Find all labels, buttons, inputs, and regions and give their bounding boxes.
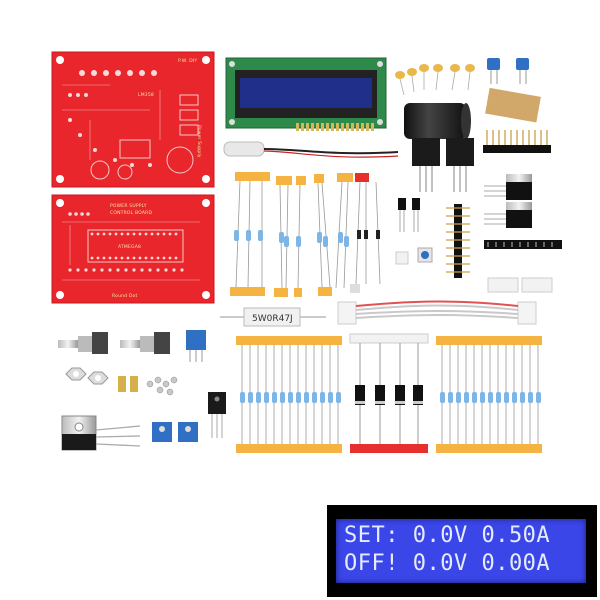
pin-header-vertical — [446, 204, 470, 278]
temperature-probe — [223, 141, 399, 158]
resistor-group-left — [236, 336, 342, 453]
terminal-blocks — [152, 422, 198, 442]
lcd-line-set: SET: 0.0V 0.50A — [344, 523, 551, 548]
pcb-top: P.W. DIY LM358 Power Supply — [51, 51, 215, 188]
pcb-bottom-brand: Round Dot — [112, 293, 137, 299]
female-header — [484, 240, 562, 249]
power-transistor — [61, 415, 141, 451]
ribbon-cable — [337, 300, 537, 325]
power-resistor: 5W0R47J — [220, 307, 326, 327]
pcb-bottom-chip-label: ATMEGA8 — [118, 244, 141, 250]
electrolytic-capacitor — [404, 103, 471, 139]
lcd-display-inset: SET: 0.0V 0.50A OFF! 0.0V 0.00A — [327, 505, 597, 597]
pcb-bottom: POWER SUPPLY CONTROL BOARD ATMEGA8 Round… — [51, 194, 215, 304]
power-resistor-label: 5W0R47J — [252, 314, 293, 324]
hardware — [65, 367, 178, 396]
pcb-bottom-title-1: POWER SUPPLY — [110, 203, 147, 209]
pcb-top-label: P.W. DIY — [178, 58, 197, 64]
small-power-transistor — [208, 392, 226, 438]
jst-connectors — [487, 277, 553, 293]
pcb-top-chip-label: LM358 — [138, 92, 154, 98]
pin-header-angled — [483, 130, 551, 153]
ceramic-capacitors — [395, 64, 475, 79]
component-tape — [485, 87, 541, 123]
to220-transistors — [484, 174, 532, 228]
lcd-screen: SET: 0.0V 0.50A OFF! 0.0V 0.00A — [336, 519, 586, 583]
diodes — [349, 333, 429, 453]
pcb-bottom-title-2: CONTROL BOARD — [110, 210, 152, 216]
small-transistors — [395, 198, 433, 265]
potentiometers — [58, 330, 206, 362]
lcd-line-status: OFF! 0.0V 0.00A — [344, 551, 551, 576]
film-capacitors — [487, 58, 529, 84]
resistor-group-top — [230, 172, 381, 297]
lcd-module — [225, 57, 387, 131]
regulator-heatsinks — [412, 138, 474, 192]
pcb-top-side-label: Power Supply — [196, 125, 202, 158]
resistor-group-right — [436, 336, 542, 453]
